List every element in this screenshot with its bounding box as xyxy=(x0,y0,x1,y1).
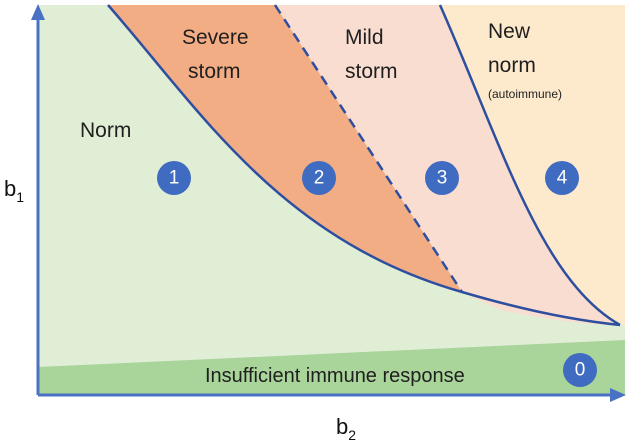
badge-circle xyxy=(563,353,597,387)
region-new-norm-label-line1: New xyxy=(488,20,531,43)
badge-circle xyxy=(157,161,191,195)
x-axis-label: b2 xyxy=(336,414,356,443)
badge-number: 1 xyxy=(169,168,180,189)
badge-number: 4 xyxy=(557,168,568,189)
region-mild-label-line1: Mild xyxy=(345,26,384,49)
region-mild-label-line2: storm xyxy=(345,60,398,83)
y-axis-arrow-icon xyxy=(31,4,45,20)
y-axis-label: b1 xyxy=(4,176,24,205)
badge-region-2: 2 xyxy=(302,161,336,195)
boundary-autoimmune-curve xyxy=(438,4,621,327)
badge-region-0: 0 xyxy=(563,353,597,387)
x-axis-arrow-icon xyxy=(610,388,626,402)
region-severe-label-line1: Severe xyxy=(182,26,249,49)
region-insufficient-fill xyxy=(38,340,625,395)
region-new-norm-label-line2: norm xyxy=(488,54,536,77)
region-norm-label: Norm xyxy=(80,119,131,142)
badge-number: 0 xyxy=(575,360,586,381)
badge-region-4: 4 xyxy=(545,161,579,195)
boundary-norm-curve xyxy=(107,4,621,327)
region-severe-label-line2: storm xyxy=(188,60,241,83)
badge-circle xyxy=(302,161,336,195)
badge-region-3: 3 xyxy=(425,161,459,195)
boundary-mild-dashed xyxy=(273,4,464,293)
badge-region-1: 1 xyxy=(157,161,191,195)
region-new-norm-fill xyxy=(440,5,625,325)
region-severe-storm-fill xyxy=(108,5,462,292)
badge-circle xyxy=(545,161,579,195)
region-insufficient-label: Insufficient immune response xyxy=(205,365,465,387)
badge-number: 3 xyxy=(437,168,448,189)
badge-circle xyxy=(425,161,459,195)
region-new-norm-note: (autoimmune) xyxy=(488,87,562,101)
badge-number: 2 xyxy=(314,168,325,189)
